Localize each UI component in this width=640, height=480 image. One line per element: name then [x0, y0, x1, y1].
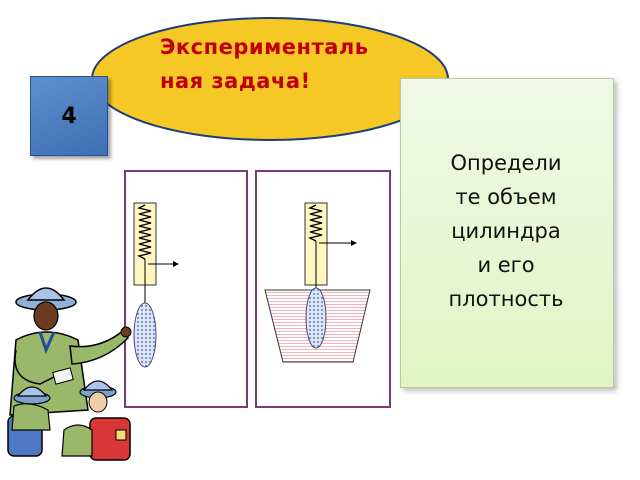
- task-text: Определи те объем цилиндра и его плотнос…: [400, 146, 612, 316]
- spring-dynamometer-icon: [133, 202, 179, 304]
- task-text-box: [400, 78, 614, 388]
- task-line-1: Определи: [450, 151, 562, 175]
- task-number: 4: [61, 103, 77, 129]
- task-line-3: цилиндра: [451, 219, 561, 243]
- task-line-5: плотность: [448, 287, 564, 311]
- task-line-4: и его: [477, 253, 535, 277]
- task-number-badge: 4: [30, 76, 108, 156]
- title-line-2: ная задача!: [160, 69, 311, 93]
- spring-dynamometer-icon: [304, 202, 357, 290]
- cylinder-weight-icon: [133, 302, 157, 368]
- cylinder-weight-icon: [305, 287, 327, 349]
- teacher-with-children-clipart: [7, 287, 132, 461]
- title-line-1: Эксперименталь: [160, 35, 369, 59]
- task-line-2: те объем: [455, 185, 557, 209]
- title-text: Эксперименталь ная задача!: [160, 30, 440, 98]
